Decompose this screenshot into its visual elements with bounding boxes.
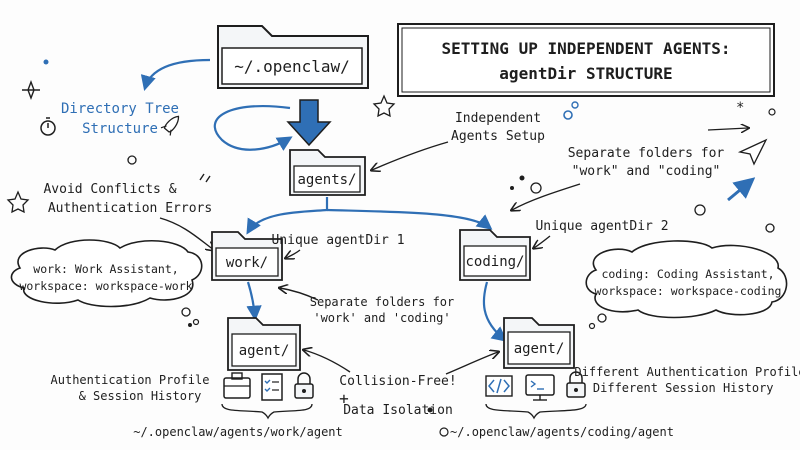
big-down-arrow — [286, 99, 332, 147]
independent-setup-line2: Agents Setup — [451, 129, 545, 144]
coding-agent-folder: agent/ — [503, 317, 575, 369]
separate-mid-arrow — [280, 288, 319, 301]
work-folder-label: work/ — [226, 255, 268, 271]
diff-auth-line2: & Different Session History — [578, 381, 773, 395]
small-circle — [127, 155, 137, 165]
root-to-tree-arrow — [140, 58, 211, 91]
blue-dash-arrow — [727, 177, 756, 202]
small-right-arrow — [707, 128, 748, 130]
work-cloud-line1: work: Work Assistant, — [33, 262, 178, 276]
work-config-cloud: work: Work Assistant, workspace: workspa… — [10, 239, 203, 326]
avoid-conflicts-arrow — [159, 217, 214, 250]
agents-folder-label: agents/ — [297, 172, 356, 188]
tick-marks — [199, 173, 211, 183]
dot — [510, 186, 514, 190]
work-agent-label: agent/ — [239, 343, 290, 359]
unique-agentdir-2: Unique agentDir 2 — [535, 219, 668, 234]
work-agent-folder: agent/ — [227, 317, 301, 371]
unique1-arrow — [286, 249, 301, 258]
work-brace — [221, 403, 313, 420]
small-circle — [530, 182, 542, 194]
directory-tree-line1: Directory Tree — [61, 101, 179, 117]
sparkle-star-icon — [22, 80, 40, 100]
dot — [519, 175, 525, 181]
monitor-terminal-icon — [525, 374, 555, 401]
coding-agent-path: ~/.openclaw/agents/coding/agent — [450, 425, 674, 439]
coding-cloud-line1: coding: Coding Assistant, — [601, 267, 774, 281]
gear-icon — [563, 101, 579, 120]
loop-arrow — [213, 104, 293, 151]
small-circle — [768, 108, 776, 116]
small-circle — [765, 223, 775, 233]
collision-arrow-right — [445, 352, 498, 375]
star-icon — [372, 94, 396, 118]
work-folder: work/ — [211, 231, 283, 281]
dot — [188, 323, 192, 327]
separate-top-line2: "work" and "coding" — [572, 164, 721, 179]
title-line2: agentDir STRUCTURE — [499, 64, 672, 83]
separate-mid-line1: Separate folders for — [310, 295, 455, 309]
work-cloud-line2: workspace: workspace-work — [19, 279, 192, 293]
diff-auth-line1: Different Authentication Profile — [574, 365, 800, 379]
small-circle — [439, 427, 449, 437]
checklist-icon — [261, 373, 283, 401]
briefcase-icon — [223, 372, 251, 399]
work-agent-path: ~/.openclaw/agents/work/agent — [133, 425, 343, 439]
collision-arrow-left — [304, 350, 351, 373]
coding-folder: coding/ — [459, 229, 531, 281]
padlock-icon — [294, 372, 314, 399]
auth-profile-line1: Authentication Profile — [51, 373, 210, 387]
dot — [43, 59, 49, 65]
unique2-arrow — [534, 235, 551, 248]
root-folder: ~/.openclaw/ — [217, 25, 369, 89]
coding-to-agent-arrow — [482, 281, 508, 342]
root-folder-label: ~/.openclaw/ — [234, 57, 350, 76]
coding-cloud-line2: workspace: workspace-coding — [595, 284, 782, 298]
separate-mid-line2: 'work' and 'coding' — [313, 311, 450, 325]
branch-to-coding — [326, 208, 493, 230]
coding-brace — [485, 403, 587, 420]
branch-to-work — [246, 197, 329, 235]
collision-free-label: Collision-Free! — [339, 374, 456, 389]
data-isolation-label: Data Isolation — [343, 403, 453, 418]
directory-tree-line2: Structure — [82, 121, 158, 137]
small-circle — [694, 204, 706, 216]
separate-top-arrow — [512, 183, 581, 210]
coding-config-cloud: coding: Coding Assistant, workspace: wor… — [585, 240, 788, 330]
avoid-conflicts-line2: Authentication Errors — [48, 201, 212, 216]
paper-plane-icon — [737, 138, 768, 166]
coding-folder-label: coding/ — [465, 254, 524, 270]
stopwatch-icon — [40, 117, 56, 136]
title-line1: SETTING UP INDEPENDENT AGENTS: — [442, 39, 731, 58]
avoid-conflicts-line1: Avoid Conflicts & — [43, 182, 176, 197]
title-box: SETTING UP INDEPENDENT AGENTS: agentDir … — [397, 23, 775, 97]
sparkle-mark: * — [736, 100, 744, 116]
dot — [427, 407, 433, 413]
unique-agentdir-1: Unique agentDir 1 — [271, 233, 404, 248]
work-to-agent-arrow — [246, 281, 262, 322]
rocket-icon — [160, 115, 180, 136]
separate-top-line1: Separate folders for — [568, 146, 725, 161]
plus-mark: + — [339, 389, 349, 408]
setup-arrow — [372, 141, 449, 170]
padlock-icon — [566, 371, 586, 398]
coding-agent-label: agent/ — [514, 341, 565, 357]
independent-setup-line1: Independent — [455, 111, 541, 126]
star-icon — [6, 190, 30, 214]
code-brackets-icon — [485, 375, 513, 397]
agents-folder: agents/ — [289, 149, 366, 196]
auth-profile-line2: & Session History — [79, 389, 202, 403]
